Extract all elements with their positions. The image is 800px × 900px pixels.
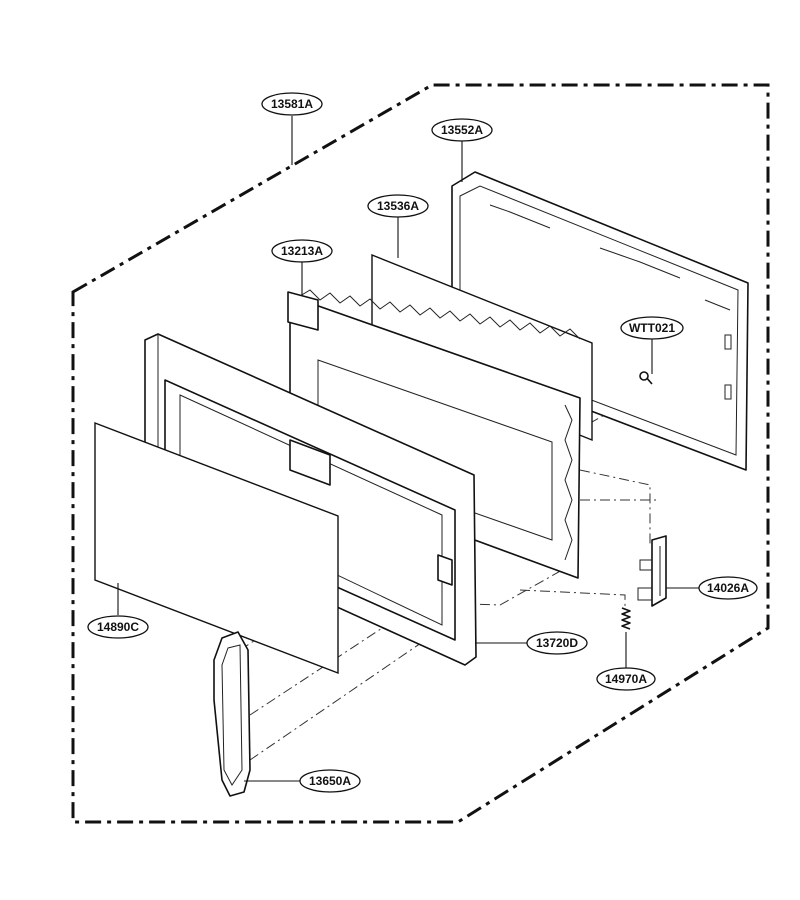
- svg-text:WTT021: WTT021: [629, 321, 675, 335]
- svg-text:13536A: 13536A: [377, 199, 419, 213]
- assembly-boundary: [71, 83, 770, 824]
- spring-part: [621, 607, 631, 630]
- svg-text:14970A: 14970A: [605, 672, 647, 686]
- callout-front-glass: 14890C: [87, 615, 149, 639]
- screw-part: [639, 371, 653, 385]
- front-glass-part: [94, 421, 339, 675]
- latch-part: [637, 535, 667, 607]
- svg-text:13552A: 13552A: [441, 123, 483, 137]
- callout-door-frame: 13720D: [526, 631, 588, 655]
- svg-text:14026A: 14026A: [707, 581, 749, 595]
- callout-outer-frame: 13581A: [261, 92, 323, 116]
- svg-text:14890C: 14890C: [97, 620, 139, 634]
- callout-screw: WTT021: [620, 316, 684, 340]
- svg-text:13581A: 13581A: [271, 97, 313, 111]
- callout-back-frame: 13552A: [431, 118, 493, 142]
- svg-text:13720D: 13720D: [536, 636, 578, 650]
- svg-text:13213A: 13213A: [281, 244, 323, 258]
- callout-handle: 13650A: [299, 769, 361, 793]
- svg-text:13650A: 13650A: [309, 774, 351, 788]
- callout-inner-panel: 13213A: [271, 239, 333, 263]
- callout-latch: 14026A: [698, 576, 758, 600]
- handle-part: [213, 631, 251, 797]
- leader-lines: [117, 116, 700, 782]
- callout-glass-sheet: 13536A: [367, 194, 429, 218]
- callout-spring: 14970A: [596, 667, 656, 691]
